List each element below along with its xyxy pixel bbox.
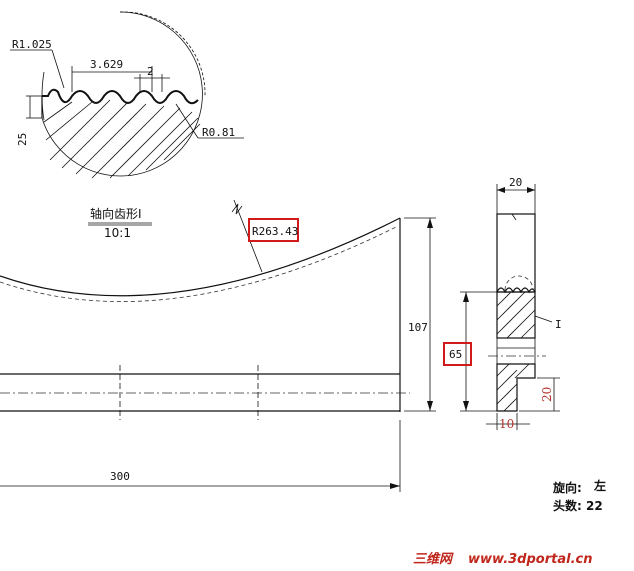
detail-circle-marker xyxy=(504,275,534,291)
break-symbol xyxy=(231,203,243,215)
bore-height-label: 65 xyxy=(449,348,462,361)
hub-hatching xyxy=(496,363,530,412)
detail-boundary-circle xyxy=(41,11,203,177)
side-hatching xyxy=(496,291,536,339)
side-hatched-section xyxy=(496,291,536,339)
leader-r0 xyxy=(175,103,199,139)
detail-boundary-break xyxy=(119,11,206,97)
info-block: 旋向: 左 头数: 22 xyxy=(552,478,606,513)
detail-hatching xyxy=(43,99,201,179)
height-label: 25 xyxy=(16,133,29,146)
detail-view: R1.025 3.629 2 25 R0.81 xyxy=(10,11,244,179)
pitch-label: 3.629 xyxy=(90,58,123,71)
starts-value: 22 xyxy=(586,499,603,513)
main-view: R263.43 300 107 xyxy=(0,199,436,492)
section-title: 轴向齿形I 10:1 xyxy=(88,206,152,240)
section-title-name: 轴向齿形I xyxy=(90,206,142,221)
side-body-upper xyxy=(496,213,536,293)
side-teeth xyxy=(496,287,536,294)
section-title-scale: 10:1 xyxy=(104,226,131,240)
length-label: 300 xyxy=(110,470,130,483)
starts-label: 头数: xyxy=(553,498,582,513)
direction-label: 旋向: xyxy=(552,480,582,495)
detail-ref-label: I xyxy=(555,318,562,331)
detail-ref-leader xyxy=(534,315,553,323)
hub-width-label: 10 xyxy=(499,417,514,431)
arc-profile-inner xyxy=(0,225,399,302)
width-label: 2 xyxy=(147,65,154,78)
side-view: 20 I xyxy=(443,176,562,431)
bore-height-highlight xyxy=(443,342,472,366)
arc-radius-highlight xyxy=(248,218,299,242)
direction-value: 左 xyxy=(593,478,606,493)
watermark-site-name: 三维网 xyxy=(413,551,454,567)
height-label: 107 xyxy=(408,321,428,334)
radius-top-label: R1.025 xyxy=(12,38,52,51)
hub-height-label: 20 xyxy=(540,387,554,402)
watermark: 三维网 www.3dportal.cn xyxy=(413,551,592,567)
leader-r1 xyxy=(51,49,65,89)
watermark-site-url: www.3dportal.cn xyxy=(468,552,592,567)
arc-profile xyxy=(0,217,401,297)
top-width-label: 20 xyxy=(509,176,522,189)
tooth-profile xyxy=(42,88,199,105)
radius-bottom-label: R0.81 xyxy=(202,126,235,139)
arc-radius-label: R263.43 xyxy=(252,225,298,238)
